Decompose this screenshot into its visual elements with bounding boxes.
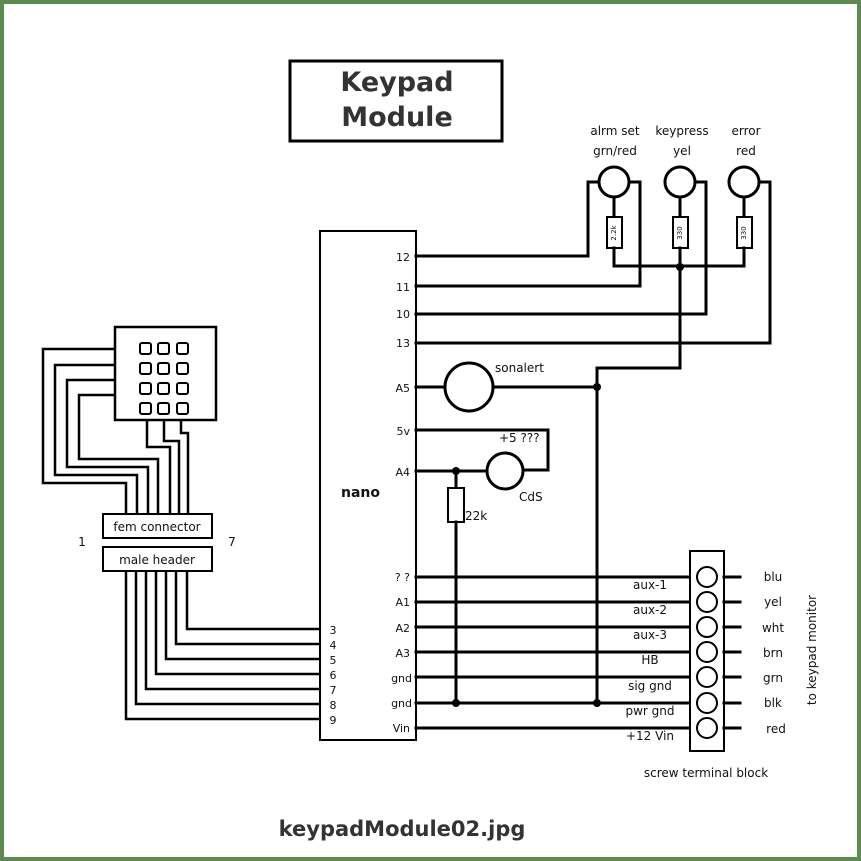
- pin-label-13: 13: [396, 337, 410, 350]
- pin-label-d8: 8: [330, 699, 337, 712]
- nano-right-pins: 12 11 10 13 A5 5v A4 ? ? A1 A2 A3 gnd gn…: [391, 251, 412, 735]
- male-header: [102, 546, 213, 572]
- pin-label-a2: A2: [395, 622, 410, 635]
- signal-wires: [414, 575, 698, 730]
- pin-label-11: 11: [396, 281, 410, 294]
- led-keypress-color: yel: [673, 144, 691, 158]
- header-to-nano-wires: [124, 571, 320, 721]
- keypad: [113, 325, 218, 422]
- nano-board: [319, 230, 417, 741]
- keypad-keys: [139, 342, 189, 415]
- resistor-22k-label: 22k: [465, 509, 487, 523]
- pin-label-10: 10: [396, 308, 410, 321]
- connectors: fem connector male header 1 7: [78, 513, 236, 572]
- sonalert-circuit: sonalert: [414, 361, 601, 705]
- cds-circuit: +5 ??? CdS 22k: [414, 428, 550, 705]
- led-circuits: 2.2k 330 330: [414, 165, 772, 370]
- title-line2: Module: [341, 102, 453, 133]
- connector-pin-first: 1: [78, 535, 86, 549]
- terminal-7: [696, 717, 718, 739]
- pin-label-unknown: ? ?: [395, 571, 410, 584]
- fem-connector: [102, 513, 213, 539]
- pin-label-d7: 7: [330, 684, 337, 697]
- signal-aux3: aux-3: [633, 628, 667, 642]
- nano-left-pins: 3 4 5 6 7 8 9: [330, 624, 337, 727]
- fem-connector-label: fem connector: [113, 520, 200, 534]
- pin-label-a3: A3: [395, 647, 410, 660]
- cds-supply-label: +5 ???: [499, 431, 540, 445]
- wire-color-blk: blk: [764, 696, 782, 710]
- pin-label-a4: A4: [395, 466, 410, 479]
- led-keypress-label: keypress: [655, 124, 708, 138]
- wire-color-brn: brn: [763, 646, 783, 660]
- to-keypad-monitor-label: to keypad monitor: [805, 595, 819, 705]
- resistor-alarm-value: 2.2k: [610, 224, 618, 240]
- signal-aux1: aux-1: [633, 578, 667, 592]
- sonalert-label: sonalert: [495, 361, 544, 375]
- terminal-4: [696, 641, 718, 663]
- male-header-label: male header: [119, 553, 195, 567]
- terminal-caption: screw terminal block: [644, 766, 768, 780]
- led-error-label: error: [731, 124, 760, 138]
- nano-label: nano: [341, 485, 380, 501]
- terminal-5: [696, 666, 718, 688]
- signal-hb: HB: [641, 653, 658, 667]
- terminal-signal-labels: aux-1 aux-2 aux-3 HB sig gnd pwr gnd +12…: [625, 578, 674, 743]
- pin-label-12: 12: [396, 251, 410, 264]
- terminal-3: [696, 616, 718, 638]
- resistor-keypress-value: 330: [676, 226, 684, 239]
- signal-12vin: +12 Vin: [626, 729, 674, 743]
- resistor-error-value: 330: [740, 226, 748, 239]
- wire-color-blu: blu: [764, 570, 783, 584]
- title-box: [288, 59, 504, 143]
- title-line1: Keypad: [340, 67, 453, 98]
- pin-label-gnd1: gnd: [391, 672, 412, 685]
- cds-label: CdS: [519, 490, 543, 504]
- terminal-2: [696, 591, 718, 613]
- led-error-color: red: [736, 144, 756, 158]
- wire-color-red: red: [766, 722, 786, 736]
- led-alarm-color: grn/red: [593, 144, 637, 158]
- pin-label-a1: A1: [395, 596, 410, 609]
- screw-terminal-block: screw terminal block: [644, 550, 768, 780]
- signal-pwr-gnd: pwr gnd: [625, 704, 674, 718]
- resistor-22k: [447, 487, 465, 523]
- pin-label-gnd2: gnd: [391, 697, 412, 710]
- pin-label-d9: 9: [330, 714, 337, 727]
- pin-label-d5: 5: [330, 654, 337, 667]
- keypad-ribbon: [41, 347, 190, 513]
- pin-label-d6: 6: [330, 669, 337, 682]
- pin-label-vin: Vin: [393, 722, 410, 735]
- pin-label-d4: 4: [330, 639, 337, 652]
- connector-pin-last: 7: [228, 535, 236, 549]
- signal-sig-gnd: sig gnd: [628, 679, 672, 693]
- terminal-6: [696, 692, 718, 714]
- terminal-1: [696, 566, 718, 588]
- led-error: [727, 165, 761, 199]
- image-caption: keypadModule02.jpg: [279, 817, 526, 841]
- wire-color-wht: wht: [762, 621, 784, 635]
- wire-color-grn: grn: [763, 671, 783, 685]
- led-keypress: [663, 165, 697, 199]
- cds-sensor: [485, 451, 525, 491]
- signal-aux2: aux-2: [633, 603, 667, 617]
- led-alarm: [597, 165, 631, 199]
- wire-color-yel: yel: [764, 595, 782, 609]
- pin-label-a5: A5: [395, 382, 410, 395]
- pin-label-d3: 3: [330, 624, 337, 637]
- led-labels: alrm set grn/red keypress yel error red: [590, 124, 760, 158]
- pin-label-5v: 5v: [396, 425, 410, 438]
- wire-color-labels: blu yel wht brn grn blk red: [762, 570, 786, 736]
- led-alarm-label: alrm set: [590, 124, 640, 138]
- sonalert: [443, 361, 495, 413]
